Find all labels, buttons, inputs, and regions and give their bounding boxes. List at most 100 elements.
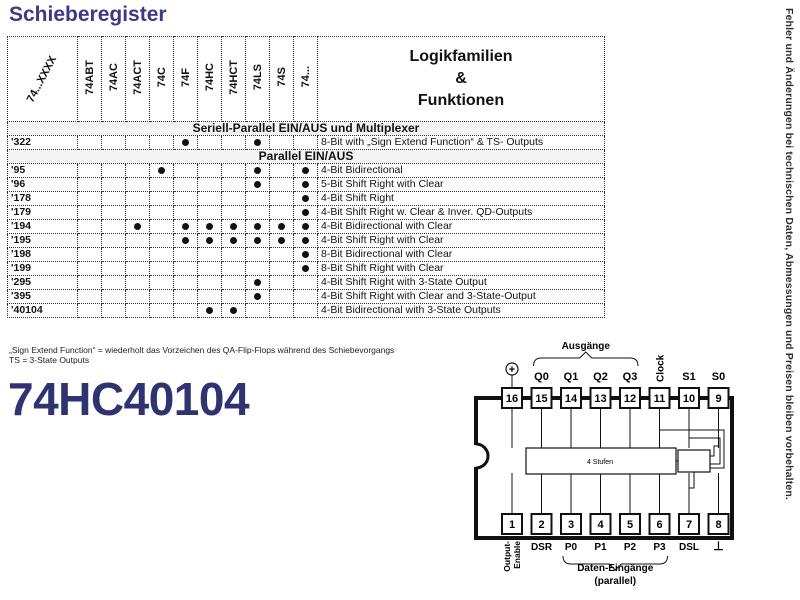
- available-dot: [302, 264, 309, 272]
- inputs-brace: [562, 555, 668, 571]
- part-number: '322: [7, 135, 78, 150]
- availability-cell: [173, 247, 198, 262]
- availability-cell: [77, 247, 102, 262]
- outputs-group-label: Ausgänge: [562, 341, 611, 352]
- availability-cell: [197, 205, 222, 220]
- available-dot: [254, 278, 261, 286]
- availability-cell: [245, 219, 270, 234]
- availability-cell: [221, 247, 246, 262]
- availability-cell: [221, 289, 246, 304]
- availability-cell: [197, 275, 222, 290]
- inputs-group-label: Daten-Eingänge: [577, 563, 654, 574]
- bottom-pin-label: DSL: [679, 542, 699, 553]
- available-dot: [278, 236, 285, 244]
- availability-cell: [245, 233, 270, 248]
- family-header: 74HC: [197, 36, 222, 122]
- top-pin-label: Q1: [564, 371, 579, 383]
- availability-cell: [77, 261, 102, 276]
- part-number: '95: [7, 163, 78, 178]
- availability-cell: [269, 177, 294, 192]
- top-pin-label: Q0: [534, 371, 549, 383]
- availability-cell: [125, 275, 150, 290]
- availability-cell: [269, 191, 294, 206]
- family-header: 74S: [269, 36, 294, 122]
- family-header: 74C: [149, 36, 174, 122]
- part-number: '199: [7, 261, 78, 276]
- function-header-line: Logikfamilien: [409, 48, 513, 65]
- availability-cell: [173, 233, 198, 248]
- availability-cell: [77, 233, 102, 248]
- corner-header: 74...XXXX: [7, 36, 78, 122]
- family-label: 74C: [155, 66, 168, 88]
- section-title: Parallel EIN/AUS: [7, 149, 605, 164]
- availability-cell: [293, 219, 318, 234]
- availability-cell: [221, 275, 246, 290]
- function-description: 8-Bit Bidirectional with Clear: [317, 247, 605, 262]
- available-dot: [254, 222, 261, 230]
- available-dot: [230, 222, 237, 230]
- availability-cell: [293, 163, 318, 178]
- availability-cell: [101, 135, 126, 150]
- availability-cell: [101, 275, 126, 290]
- availability-cell: [245, 303, 270, 318]
- family-label: 74AC: [107, 62, 120, 92]
- wire-s1: [688, 408, 721, 465]
- family-label: 74F: [179, 67, 192, 87]
- available-dot: [134, 222, 141, 230]
- availability-cell: [197, 163, 222, 178]
- availability-cell: [101, 177, 126, 192]
- availability-cell: [77, 135, 102, 150]
- inputs-group-sublabel: (parallel): [594, 576, 636, 587]
- section-title: Seriell-Parallel EIN/AUS und Multiplexer: [7, 121, 605, 136]
- availability-cell: [293, 177, 318, 192]
- family-header: 74LS: [245, 36, 270, 122]
- available-dot: [302, 166, 309, 174]
- part-number: '179: [7, 205, 78, 220]
- available-dot: [254, 292, 261, 300]
- outputs-brace: [533, 351, 639, 367]
- family-label: 74ACT: [131, 59, 144, 95]
- availability-cell: [245, 163, 270, 178]
- availability-cell: [269, 135, 294, 150]
- bottom-pin-label: DSR: [531, 542, 553, 553]
- availability-cell: [101, 233, 126, 248]
- top-pin-label: S1: [682, 371, 695, 383]
- availability-cell: [269, 233, 294, 248]
- bottom-pin-number: 8: [715, 519, 721, 531]
- footnote-ts: TS = 3-State Outputs: [9, 355, 90, 365]
- availability-cell: [293, 135, 318, 150]
- availability-cell: [245, 275, 270, 290]
- availability-cell: [293, 303, 318, 318]
- available-dot: [182, 236, 189, 244]
- availability-cell: [197, 177, 222, 192]
- available-dot: [230, 306, 237, 314]
- availability-cell: [221, 191, 246, 206]
- availability-cell: [149, 247, 174, 262]
- footnotes: „Sign Extend Function“ = wiederholt das …: [9, 345, 394, 365]
- availability-cell: [221, 177, 246, 192]
- availability-cell: [293, 289, 318, 304]
- availability-cell: [293, 275, 318, 290]
- availability-cell: [221, 205, 246, 220]
- function-description: 4-Bit Bidirectional with Clear: [317, 219, 605, 234]
- function-description: 8-Bit Shift Right with Clear: [317, 261, 605, 276]
- top-pin-label: Q2: [593, 371, 608, 383]
- family-header: 74ABT: [77, 36, 102, 122]
- availability-cell: [101, 219, 126, 234]
- function-header: Logikfamilien&Funktionen: [317, 36, 605, 122]
- availability-cell: [221, 135, 246, 150]
- availability-cell: [245, 289, 270, 304]
- available-dot: [302, 250, 309, 258]
- page-title: Schieberegister: [9, 3, 167, 26]
- part-number: '295: [7, 275, 78, 290]
- top-pin-number: 13: [594, 393, 606, 405]
- availability-cell: [293, 233, 318, 248]
- chip-name: 74HC40104: [8, 373, 250, 425]
- part-number: '194: [7, 219, 78, 234]
- table-row: '199 8-Bit Shift Right with Clear: [7, 261, 605, 276]
